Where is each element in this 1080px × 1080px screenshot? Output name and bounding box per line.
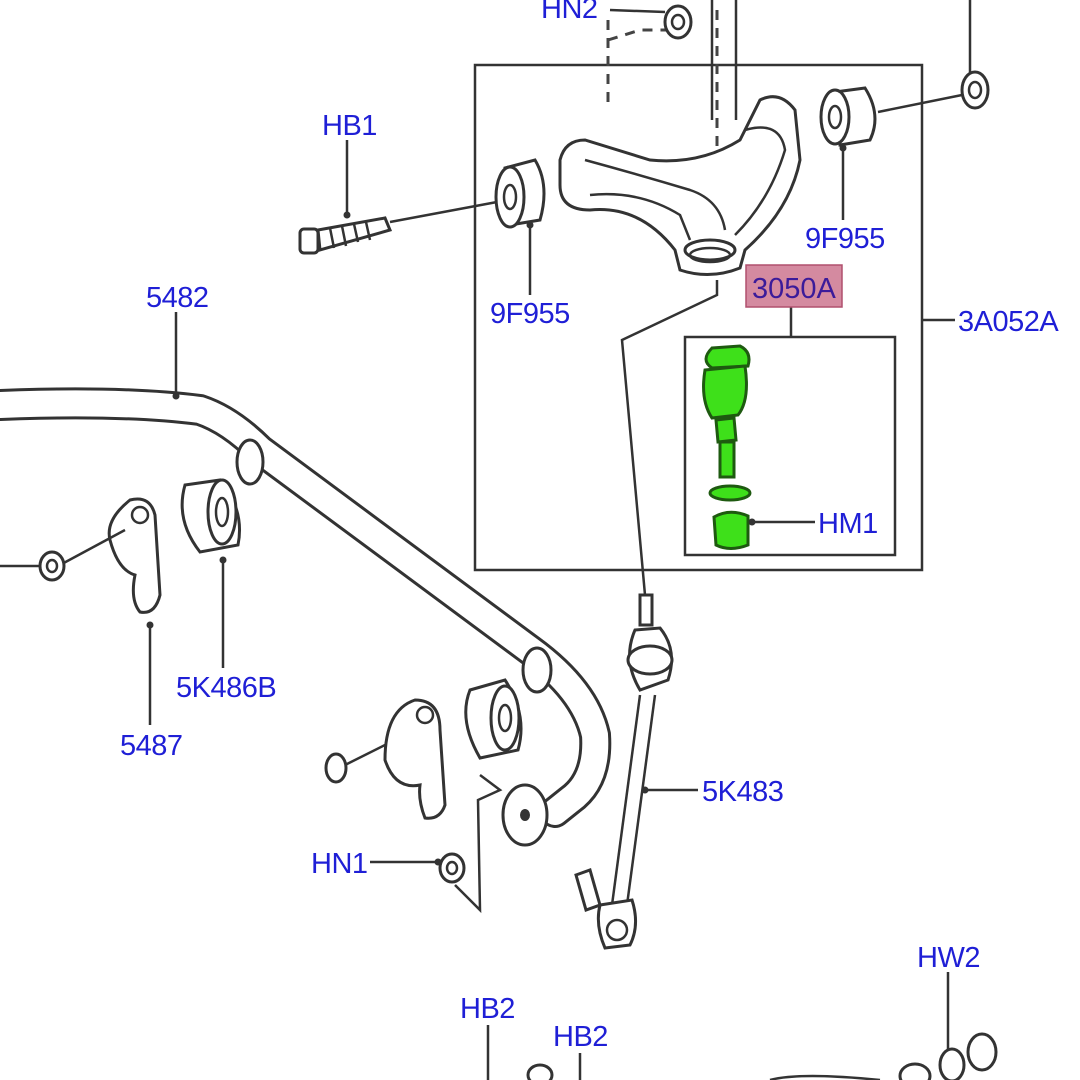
bolt-hb1 bbox=[298, 200, 498, 255]
label-hm1[interactable]: HM1 bbox=[818, 508, 878, 540]
shock-shaft bbox=[606, 0, 738, 225]
bottom-partial-parts bbox=[526, 1032, 998, 1080]
clamp-lower bbox=[344, 698, 447, 820]
leader-lines bbox=[146, 140, 955, 1080]
label-5482[interactable]: 5482 bbox=[146, 282, 209, 314]
drop-link-5k483 bbox=[574, 593, 674, 950]
label-5487[interactable]: 5487 bbox=[120, 730, 183, 762]
label-hn2[interactable]: HN2 bbox=[541, 0, 598, 25]
upper-control-arm bbox=[558, 95, 802, 276]
label-hb2-left[interactable]: HB2 bbox=[460, 993, 515, 1025]
highlight-box-3050a bbox=[745, 264, 843, 308]
label-hn1[interactable]: HN1 bbox=[311, 848, 368, 880]
label-5k483[interactable]: 5K483 bbox=[702, 776, 784, 808]
nut-small-lower bbox=[324, 752, 348, 784]
label-hw2[interactable]: HW2 bbox=[917, 942, 980, 974]
label-hb1[interactable]: HB1 bbox=[322, 110, 377, 142]
label-5k486b[interactable]: 5K486B bbox=[176, 672, 277, 704]
assembly-frame bbox=[473, 63, 924, 572]
clamp-5487 bbox=[59, 497, 162, 614]
bushing-right-9f955 bbox=[819, 86, 877, 147]
label-9f955-left[interactable]: 9F955 bbox=[490, 298, 570, 330]
bushing-left-9f955 bbox=[494, 158, 546, 229]
ball-joint-hm1 bbox=[702, 344, 815, 550]
label-3050a[interactable]: 3050A bbox=[752, 273, 837, 305]
label-3a052a[interactable]: 3A052A bbox=[958, 306, 1060, 338]
nut-left bbox=[0, 550, 66, 582]
link-guide-line bbox=[620, 280, 719, 596]
bushing-5k486b bbox=[180, 478, 242, 554]
nut-top-right bbox=[877, 0, 990, 114]
bushing-lower bbox=[464, 678, 523, 760]
nut-hn2 bbox=[609, 4, 693, 40]
label-hb2-right[interactable]: HB2 bbox=[553, 1021, 608, 1053]
stabilizer-bar-5482 bbox=[0, 387, 612, 847]
label-9f955-right[interactable]: 9F955 bbox=[805, 223, 885, 255]
nut-hn1 bbox=[438, 774, 503, 914]
